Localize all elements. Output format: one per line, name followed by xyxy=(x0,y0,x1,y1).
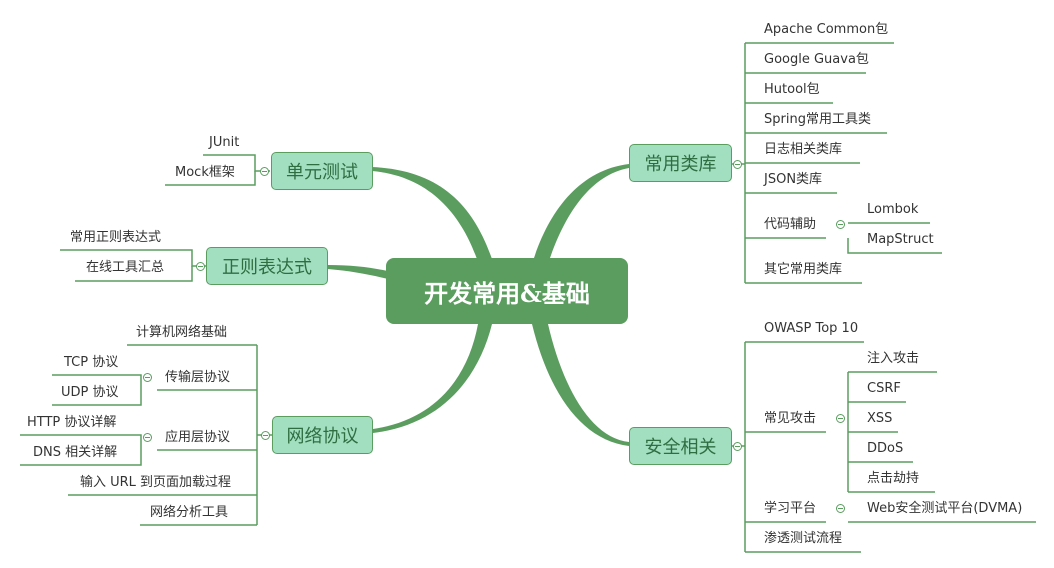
branch-network xyxy=(373,324,492,433)
leaf-spring[interactable]: Spring常用工具类 xyxy=(764,112,871,127)
branch-unit-test xyxy=(372,167,493,262)
leaf-code-assist[interactable]: 代码辅助 xyxy=(764,217,817,232)
leaf-owasp[interactable]: OWASP Top 10 xyxy=(764,321,859,336)
leaf-ddos[interactable]: DDoS xyxy=(867,441,904,456)
leaf-dns[interactable]: DNS 相关详解 xyxy=(33,445,118,460)
topic-libs[interactable]: 常用类库 xyxy=(629,144,732,182)
collapse-attacks-icon[interactable] xyxy=(836,414,845,423)
collapse-security-icon[interactable] xyxy=(733,442,742,451)
collapse-network-icon[interactable] xyxy=(261,431,270,440)
branch-security xyxy=(532,324,629,446)
leaf-guava[interactable]: Google Guava包 xyxy=(764,52,869,67)
topic-unit-test[interactable]: 单元测试 xyxy=(271,152,373,190)
leaf-network-tools[interactable]: 网络分析工具 xyxy=(150,505,229,520)
leaf-hutool[interactable]: Hutool包 xyxy=(764,82,820,97)
leaf-json[interactable]: JSON类库 xyxy=(764,172,823,187)
branch-regex xyxy=(328,265,392,280)
collapse-libs-icon[interactable] xyxy=(733,160,742,169)
leaf-network-basics[interactable]: 计算机网络基础 xyxy=(136,325,228,340)
leaf-other-libs[interactable]: 其它常用类库 xyxy=(764,262,843,277)
collapse-learning-icon[interactable] xyxy=(836,504,845,513)
central-topic[interactable]: 开发常用&基础 xyxy=(386,258,628,324)
leaf-injection[interactable]: 注入攻击 xyxy=(867,351,920,366)
leaf-log[interactable]: 日志相关类库 xyxy=(764,142,843,157)
leaf-mock[interactable]: Mock框架 xyxy=(175,165,235,180)
branch-libs xyxy=(534,164,629,258)
leaf-xss[interactable]: XSS xyxy=(867,411,893,426)
leaf-junit[interactable]: JUnit xyxy=(209,135,240,150)
leaf-online-tools[interactable]: 在线工具汇总 xyxy=(86,260,165,275)
topic-security[interactable]: 安全相关 xyxy=(629,427,732,465)
leaf-url-process[interactable]: 输入 URL 到页面加载过程 xyxy=(80,475,232,490)
collapse-application-icon[interactable] xyxy=(143,433,152,442)
collapse-regex-icon[interactable] xyxy=(196,262,205,271)
leaf-udp[interactable]: UDP 协议 xyxy=(61,385,119,400)
leaf-http[interactable]: HTTP 协议详解 xyxy=(27,415,117,430)
leaf-tcp[interactable]: TCP 协议 xyxy=(64,355,119,370)
leaf-pentest[interactable]: 渗透测试流程 xyxy=(764,531,843,546)
leaf-common-regex[interactable]: 常用正则表达式 xyxy=(70,230,162,245)
leaf-application[interactable]: 应用层协议 xyxy=(165,430,231,445)
leaf-csrf[interactable]: CSRF xyxy=(867,381,901,396)
leaf-mapstruct[interactable]: MapStruct xyxy=(867,232,934,247)
leaf-clickjacking[interactable]: 点击劫持 xyxy=(867,471,920,486)
collapse-code-assist-icon[interactable] xyxy=(836,220,845,229)
leaf-apache[interactable]: Apache Common包 xyxy=(764,22,889,37)
leaf-dvma[interactable]: Web安全测试平台(DVMA) xyxy=(867,501,1023,516)
leaf-lombok[interactable]: Lombok xyxy=(867,202,919,217)
leaf-attacks[interactable]: 常见攻击 xyxy=(764,411,817,426)
collapse-transport-icon[interactable] xyxy=(143,373,152,382)
leaf-transport[interactable]: 传输层协议 xyxy=(165,370,231,385)
topic-regex[interactable]: 正则表达式 xyxy=(206,247,328,285)
topic-network[interactable]: 网络协议 xyxy=(272,416,373,454)
collapse-unit-test-icon[interactable] xyxy=(260,167,269,176)
leaf-learning[interactable]: 学习平台 xyxy=(764,501,817,516)
